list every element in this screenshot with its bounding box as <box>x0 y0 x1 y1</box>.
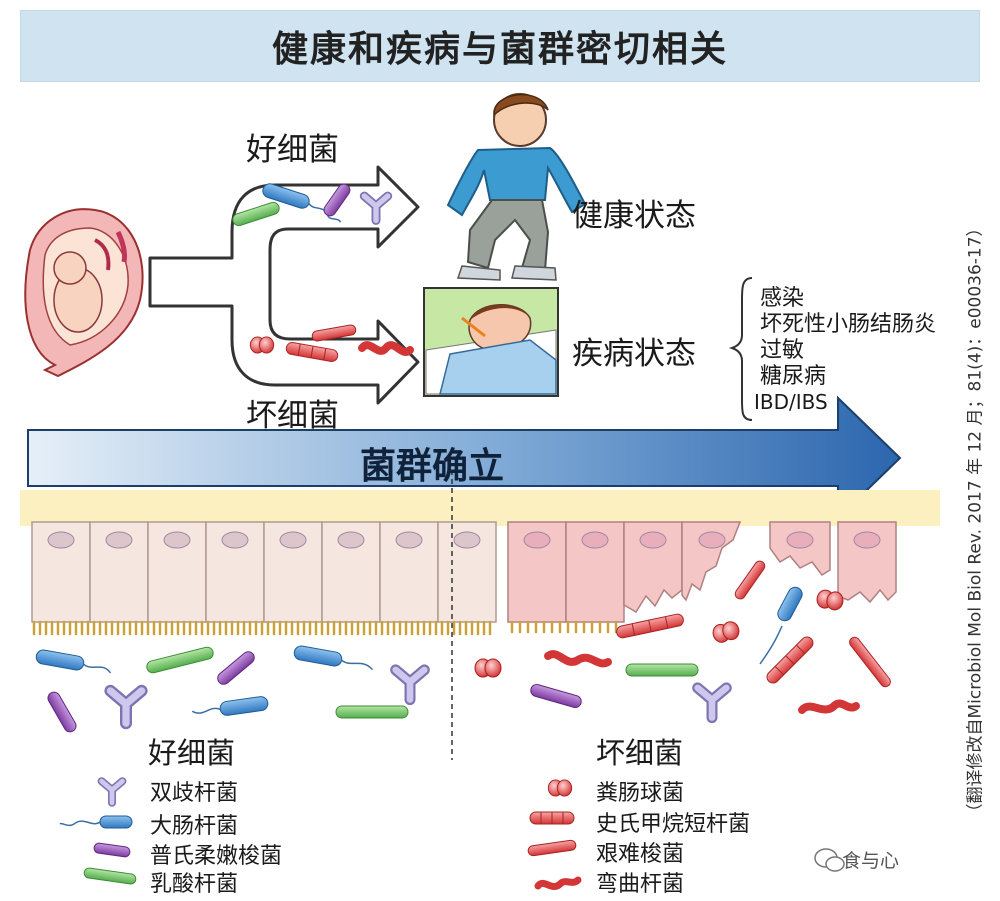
good-bacteria-flow <box>232 183 387 227</box>
intestine-cross-section <box>20 470 940 760</box>
legend-bad-item: 史氏甲烷短杆菌 <box>596 812 751 837</box>
wechat-icon <box>814 848 845 872</box>
legend-bad-item: 艰难梭菌 <box>596 842 685 867</box>
lumen-good-bacteria <box>35 645 424 733</box>
e-coli-icon <box>59 815 133 829</box>
campylobacter-icon <box>534 876 582 891</box>
split-arrows <box>148 165 420 405</box>
bad-bacteria-flow <box>249 324 414 362</box>
legend-good-item: 普氏柔嫩梭菌 <box>150 844 283 869</box>
disease-item: IBD/IBS <box>754 390 828 414</box>
disease-brace <box>728 277 753 421</box>
legend-good-title: 好细菌 <box>148 736 236 770</box>
legend-good-item: 乳酸杆菌 <box>150 872 239 897</box>
legend-good-icons <box>59 781 137 885</box>
disease-state-label: 疾病状态 <box>572 336 696 372</box>
faecalibacterium-icon <box>93 842 131 858</box>
legend-good-item: 双歧杆菌 <box>150 781 239 806</box>
lactobacillus-icon <box>83 867 137 885</box>
citation-container: （翻译修改自Microbiol Mol Biol Rev. 2017 年 12 … <box>958 150 988 890</box>
legend-bad-item: 粪肠球菌 <box>596 781 685 806</box>
colonization-label: 菌群确立 <box>360 446 505 487</box>
methanobrevibacter-icon <box>529 811 575 825</box>
lumen-bad-bacteria <box>474 560 891 717</box>
enterococcus-icon <box>547 779 573 797</box>
disease-item: 糖尿病 <box>760 364 827 389</box>
womb-fetus-illustration <box>24 208 144 378</box>
citation-text: （翻译修改自Microbiol Mol Biol Rev. 2017 年 12 … <box>965 219 986 821</box>
healthy-child-illustration <box>446 93 587 281</box>
disease-item: 坏死性小肠结肠炎 <box>760 312 937 337</box>
watermark-text: 食与心 <box>842 850 900 872</box>
disease-item: 过敏 <box>760 338 805 363</box>
good-bacteria-label: 好细菌 <box>246 132 339 168</box>
healthy-state-label: 健康状态 <box>572 198 696 234</box>
sick-child-illustration <box>423 287 559 397</box>
page-title: 健康和疾病与菌群密切相关 <box>271 29 728 70</box>
bad-bacteria-label: 坏细菌 <box>246 398 339 434</box>
disease-item: 感染 <box>760 286 805 311</box>
title-bar: 健康和疾病与菌群密切相关 <box>20 10 980 82</box>
legend-bad-item: 弯曲杆菌 <box>596 872 685 897</box>
bifidobacterium-icon <box>102 781 123 803</box>
legend-good-item: 大肠杆菌 <box>150 814 239 839</box>
legend-bad-icons <box>527 779 582 891</box>
c-difficile-icon <box>527 839 577 857</box>
legend-bad-title: 坏细菌 <box>596 736 684 770</box>
colonization-arrow <box>27 395 902 521</box>
